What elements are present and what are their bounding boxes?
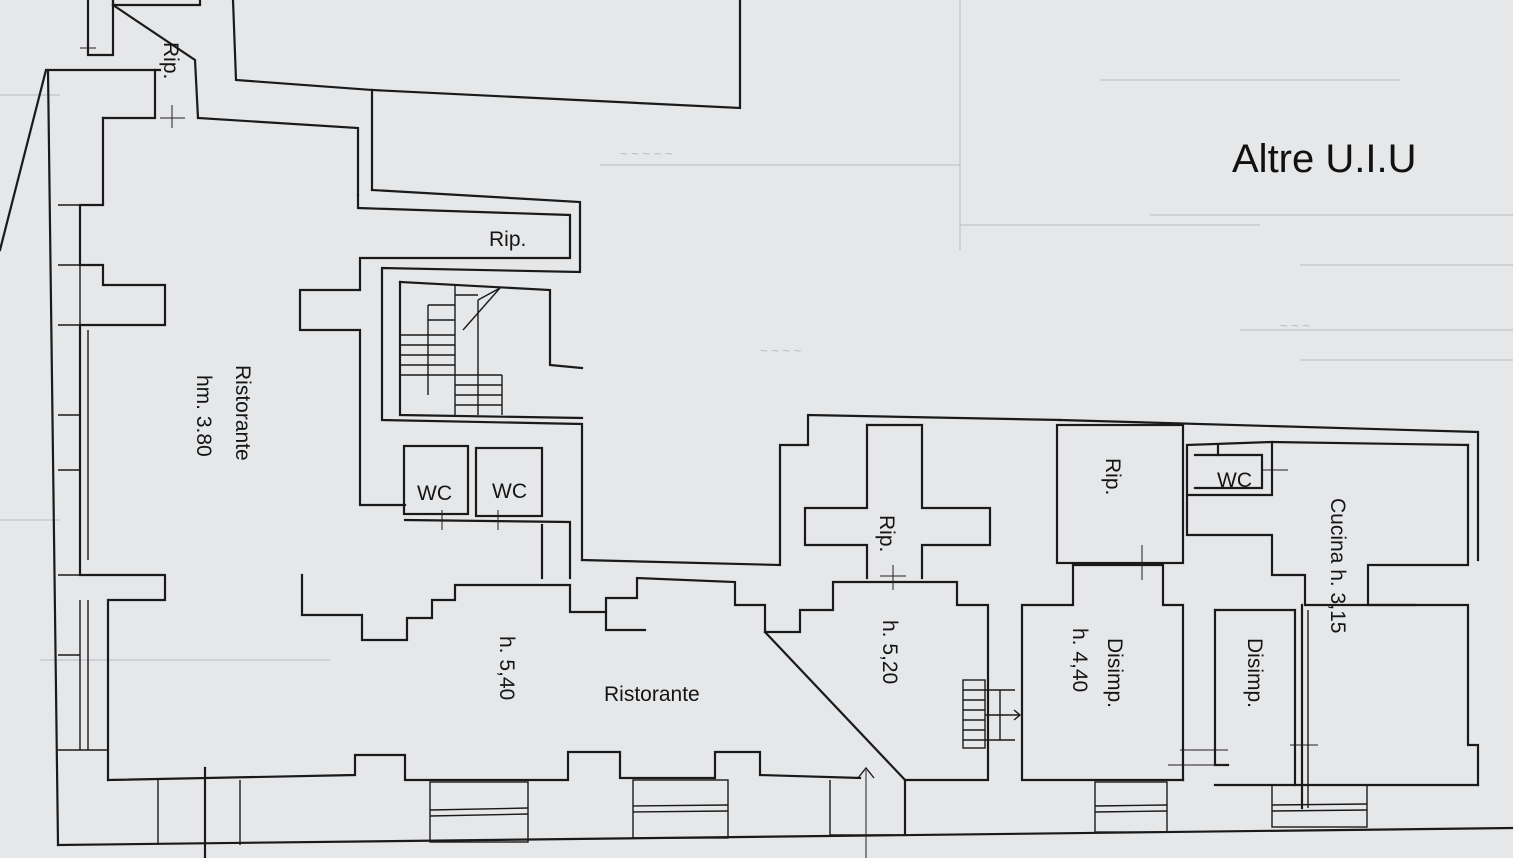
small-stair — [962, 679, 1022, 749]
room-height-mid: h. 5,40 — [495, 636, 518, 700]
stair-steps — [400, 285, 503, 415]
room-label-cucina: Cucina h. 3,15 — [1326, 498, 1349, 633]
bottom-exterior-band — [56, 766, 1513, 858]
wc-block — [402, 444, 572, 580]
room-label-disimp-2: Disimp. — [1243, 638, 1266, 708]
room-label-ristorante-left: Ristorante — [231, 365, 254, 461]
stair-core — [298, 188, 584, 562]
background-bleed-text: ~ ~ ~ ~ ~ ~ ~ ~ ~ ~ ~ ~ — [620, 146, 1310, 358]
room-label-rip-upper: Rip. — [489, 228, 526, 251]
svg-text:~ ~ ~ ~ ~: ~ ~ ~ ~ ~ — [620, 146, 673, 161]
left-exterior-wall — [46, 68, 167, 847]
room-height-right-mid: h. 5,20 — [878, 620, 901, 684]
room-label-wc-2: WC — [492, 480, 527, 503]
room-label-rip-mid: Rip. — [875, 515, 898, 552]
svg-text:~ ~ ~ ~: ~ ~ ~ ~ — [760, 343, 802, 358]
top-left-block — [80, 0, 742, 197]
restaurant-main-walls — [106, 413, 1062, 837]
room-label-rip-right: Rip. — [1101, 458, 1124, 495]
right-wing-walls — [1020, 418, 1480, 810]
room-label-rip-top-left: Rip. — [159, 42, 182, 79]
room-label-ristorante-main: Ristorante — [604, 683, 700, 706]
room-label-wc-1: WC — [417, 482, 452, 505]
left-boundary-diagonal — [0, 68, 48, 252]
room-label-wc-3: WC — [1217, 469, 1252, 492]
room-height-left: hm. 3.80 — [192, 375, 215, 457]
room-height-disimp: h. 4,40 — [1068, 628, 1091, 692]
svg-text:~ ~ ~: ~ ~ ~ — [1280, 318, 1310, 333]
rip-mid-room — [803, 423, 992, 590]
plan-title: Altre U.I.U — [1232, 137, 1416, 181]
room-label-disimp-1: Disimp. — [1103, 638, 1126, 708]
